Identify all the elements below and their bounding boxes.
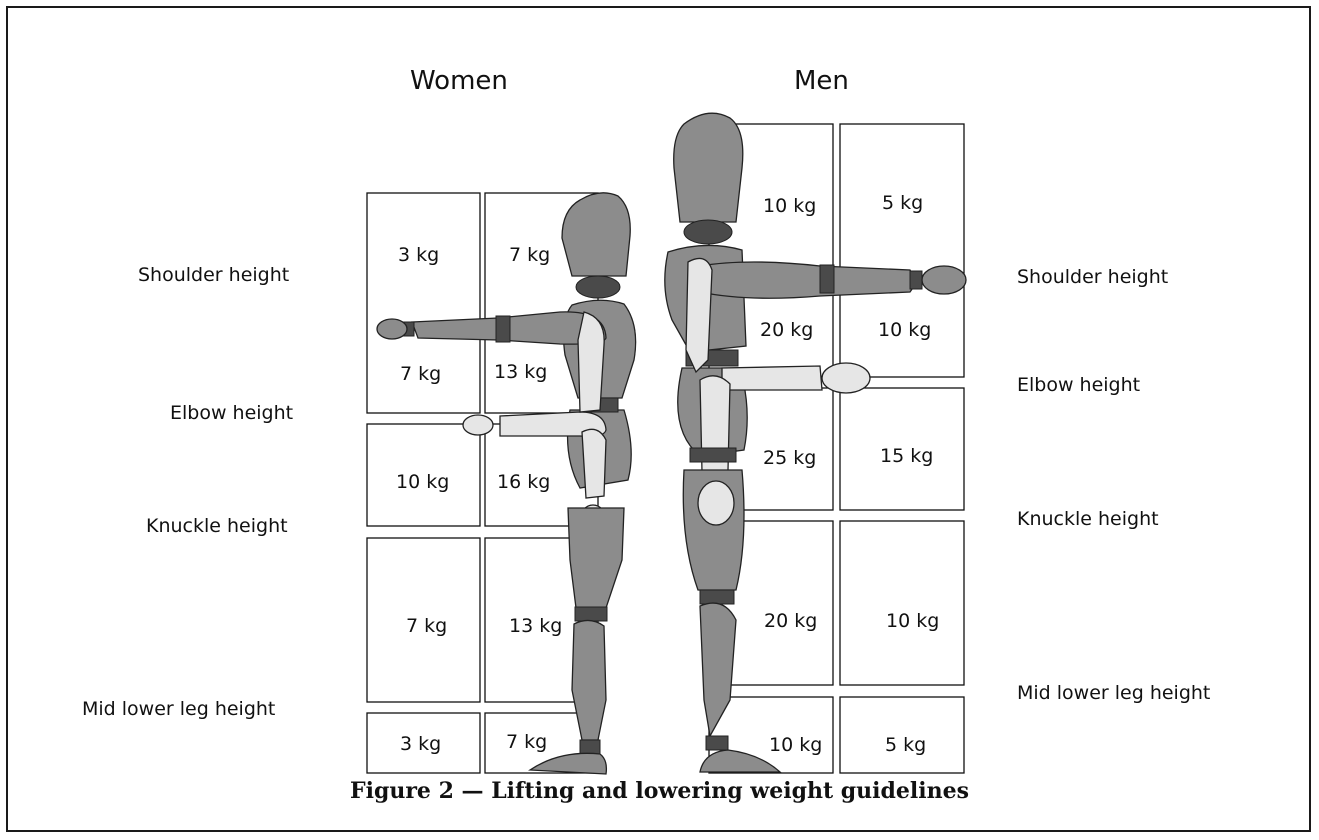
men-kg: 10 kg: [769, 734, 822, 756]
men-light-upper-arm: [686, 258, 712, 372]
men-kg: 25 kg: [763, 447, 816, 469]
women-kg: 7 kg: [400, 363, 441, 385]
women-kg: 7 kg: [506, 731, 547, 753]
men-cell: [840, 521, 964, 685]
men-wrist: [910, 271, 922, 289]
women-kg: 3 kg: [398, 244, 439, 266]
men-kg: 20 kg: [760, 319, 813, 341]
men-elbow-joint: [820, 265, 834, 293]
women-kg: 13 kg: [509, 615, 562, 637]
women-kg: 10 kg: [396, 471, 449, 493]
figure-caption: Figure 2 — Lifting and lowering weight g…: [0, 778, 1319, 804]
women-light-thigh: [582, 429, 606, 498]
men-kg: 10 kg: [763, 195, 816, 217]
men-kg: 10 kg: [886, 610, 939, 632]
men-head: [674, 113, 743, 222]
women-neck: [576, 276, 620, 298]
women-light-upper-arm: [578, 312, 604, 412]
men-kg: 15 kg: [880, 445, 933, 467]
women-kg: 16 kg: [497, 471, 550, 493]
women-ankle: [580, 740, 600, 754]
women-kg: 3 kg: [400, 733, 441, 755]
men-ankle: [706, 736, 728, 750]
women-kg: 7 kg: [509, 244, 550, 266]
women-head: [562, 193, 630, 276]
men-light-hand: [822, 363, 870, 393]
women-knee-joint: [575, 607, 607, 621]
men-knee: [698, 481, 734, 525]
women-hand: [377, 319, 407, 339]
women-kg: 7 kg: [406, 615, 447, 637]
men-neck: [684, 220, 732, 244]
men-knee-joint: [700, 590, 734, 604]
women-kg: 13 kg: [494, 361, 547, 383]
men-hip-joint: [690, 448, 736, 462]
men-forearm: [722, 366, 822, 390]
men-kg: 20 kg: [764, 610, 817, 632]
men-kg: 5 kg: [882, 192, 923, 214]
women-elbow-joint: [496, 316, 510, 342]
men-kg: 10 kg: [878, 319, 931, 341]
women-thigh: [568, 508, 624, 608]
men-hand: [922, 266, 966, 294]
men-kg: 5 kg: [885, 734, 926, 756]
women-light-hand: [463, 415, 493, 435]
